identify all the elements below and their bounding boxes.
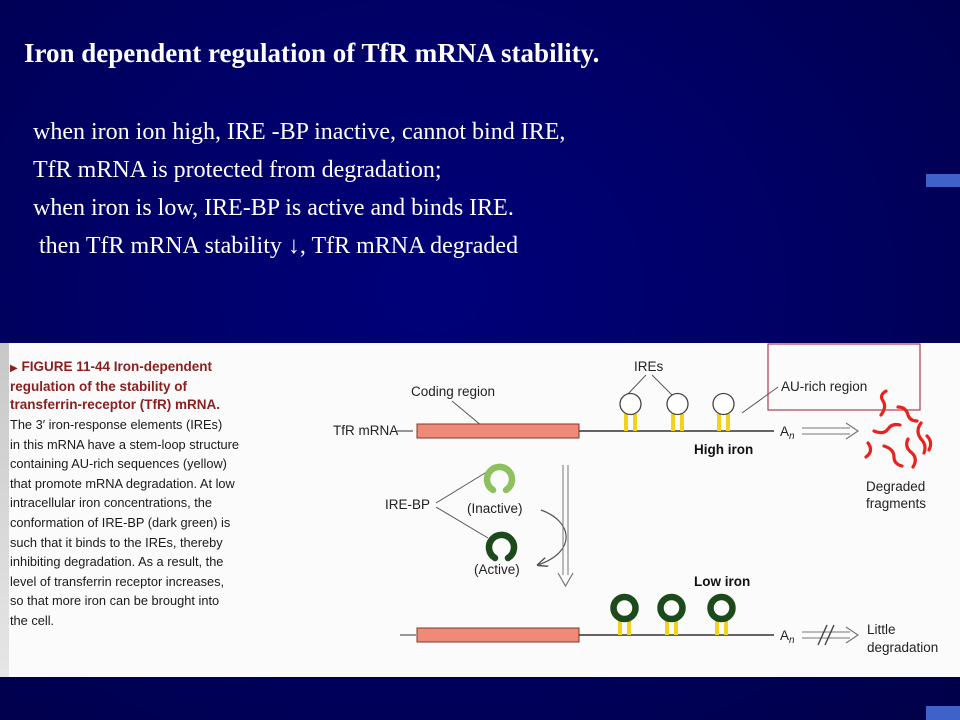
body-line-4: then TfR mRNA stability ↓, TfR mRNA degr… (39, 233, 519, 259)
blocked-degradation-arrow (802, 624, 860, 646)
slide-title: Iron dependent regulation of TfR mRNA st… (24, 38, 600, 68)
degraded-fragments (864, 389, 933, 469)
caption-line: that promote mRNA degradation. At low (10, 475, 235, 491)
caption-line: The 3′ iron-response elements (IREs) (10, 417, 223, 432)
coding-region-pointer (451, 400, 483, 427)
tfr-mrna-label: TfR mRNA (333, 423, 398, 438)
decorative-bar (926, 174, 960, 187)
figure-edge (0, 343, 9, 677)
ires-label: IREs (634, 359, 664, 374)
slide-body-text: when iron ion high, IRE -BP inactive, ca… (33, 113, 565, 265)
ire-bp-pointer (435, 469, 491, 504)
ire-stem-loop (712, 392, 735, 431)
ires-pointer (651, 374, 673, 396)
inactive-ire-bp (483, 463, 516, 494)
body-line-2: TfR mRNA is protected from degradation; (33, 157, 442, 183)
active-label: (Active) (474, 562, 520, 577)
caption-line: the cell. (10, 612, 55, 628)
caption-title-line: regulation of the stability of (10, 379, 188, 394)
ire-bp-pointer (435, 506, 489, 539)
textbook-figure: ▶ FIGURE 11-44 Iron-dependent regulation… (0, 343, 960, 677)
body-line-1: when iron ion high, IRE -BP inactive, ca… (33, 119, 566, 145)
little-label-2: degradation (867, 640, 938, 655)
caption-line: containing AU-rich sequences (yellow) (10, 456, 227, 472)
caption-line: level of transferrin receptor increases, (10, 573, 225, 589)
caption-line: inhibiting degradation. As a result, the (10, 554, 224, 570)
figure-caption: ▶ FIGURE 11-44 Iron-dependent regulation… (10, 358, 295, 631)
caption-line: such that it binds to the IREs, thereby (10, 534, 223, 550)
transition-arrow (557, 465, 574, 588)
high-iron-label: High iron (694, 442, 753, 457)
ire-stem-loop (619, 392, 642, 431)
mrna-diagram: AU-rich region IREs Coding region TfR mR… (333, 343, 938, 655)
ires-pointer (626, 374, 647, 396)
bound-ire-stem-loop (657, 593, 686, 635)
caption-title-line: transferrin-receptor (TfR) mRNA. (10, 397, 221, 412)
degraded-label-1: Degraded (866, 479, 925, 494)
degraded-label-2: fragments (866, 496, 926, 511)
coding-region-label: Coding region (411, 384, 495, 399)
little-label-1: Little (867, 622, 896, 637)
bound-ire-stem-loop (707, 593, 736, 635)
inactive-label: (Inactive) (467, 501, 523, 516)
caption-line: intracellular iron concentrations, the (10, 495, 213, 511)
body-line-3: when iron is low, IRE-BP is active and b… (33, 195, 514, 221)
ire-stem-loop (666, 392, 689, 431)
caption-body: The 3′ iron-response elements (IREs) in … (10, 415, 295, 631)
bound-ire-stem-loop (610, 593, 639, 635)
au-rich-pointer (741, 386, 779, 414)
caption-title: ▶ FIGURE 11-44 Iron-dependent regulation… (10, 358, 295, 414)
poly-a-tail: An (780, 628, 795, 646)
low-iron-label: Low iron (694, 574, 750, 589)
caption-line: in this mRNA have a stem-loop structure (10, 436, 240, 452)
ire-bp-label: IRE-BP (385, 497, 430, 512)
conversion-arrow (538, 509, 567, 565)
poly-a-tail: An (780, 424, 795, 442)
caption-line: so that more iron can be brought into (10, 593, 220, 609)
caption-line: conformation of IRE-BP (dark green) is (10, 514, 231, 530)
coding-region-bar (416, 627, 580, 643)
caption-title-line: FIGURE 11-44 Iron-dependent (21, 359, 212, 374)
active-ire-bp (485, 531, 518, 562)
au-rich-box (767, 343, 921, 411)
au-rich-label: AU-rich region (781, 379, 867, 394)
degradation-arrow (802, 422, 860, 440)
coding-region-bar (416, 423, 580, 439)
caption-arrow-icon: ▶ (10, 363, 18, 374)
decorative-bar (926, 706, 960, 720)
